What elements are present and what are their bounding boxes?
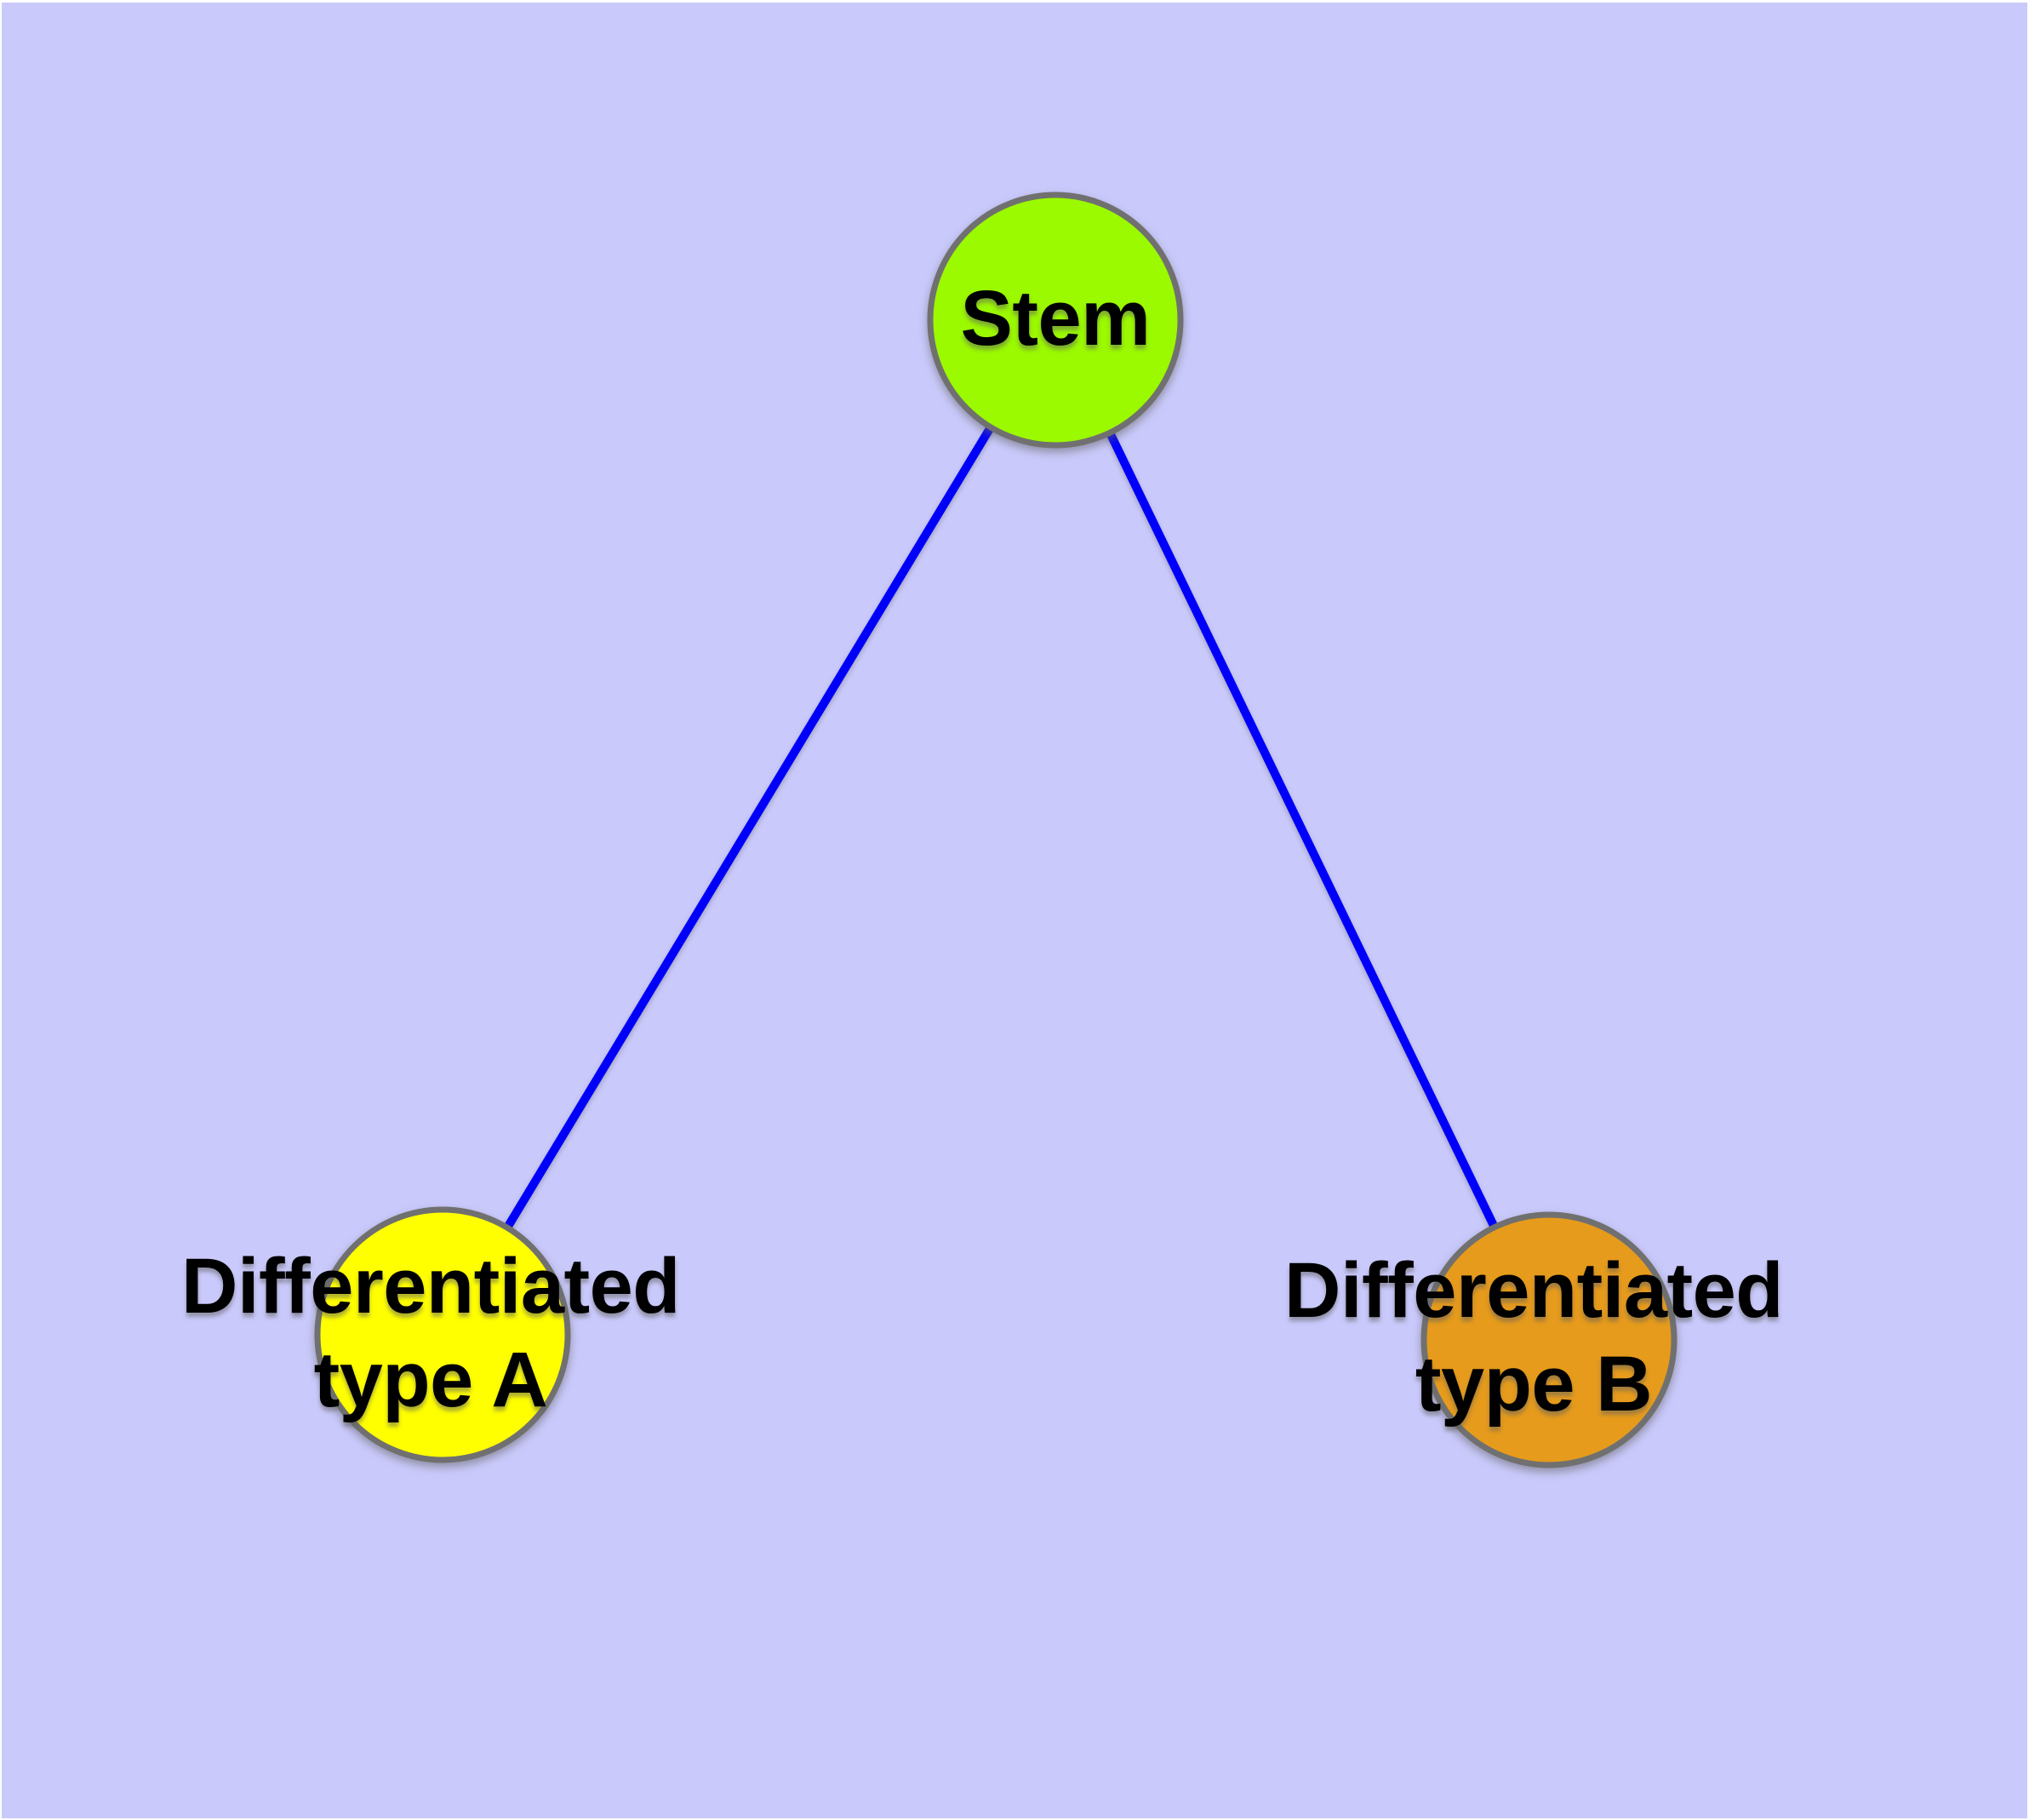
node-type-b-label-line-2: type B [1415, 1341, 1653, 1428]
node-type-a-label-line-2: type A [313, 1336, 548, 1423]
node-type-a-label-line-1: Differentiated [181, 1243, 680, 1330]
edge-stem-to-type-b [1051, 318, 1553, 1342]
node-type-a-circle [314, 1206, 571, 1463]
node-type-b-label-line-1: Differentiated [1284, 1247, 1783, 1334]
node-stem-circle [927, 192, 1184, 449]
edge-stem-to-type-a [438, 318, 1060, 1337]
node-type-b-circle [1420, 1211, 1677, 1468]
node-stem-label-line-1: Stem [960, 275, 1151, 362]
node-stem-label: Stem [961, 272, 1151, 365]
node-type-b-label: Differentiated type B [1284, 1244, 1783, 1431]
node-type-a-label: Differentiated type A [181, 1239, 680, 1427]
graph-svg [314, 192, 1677, 1468]
